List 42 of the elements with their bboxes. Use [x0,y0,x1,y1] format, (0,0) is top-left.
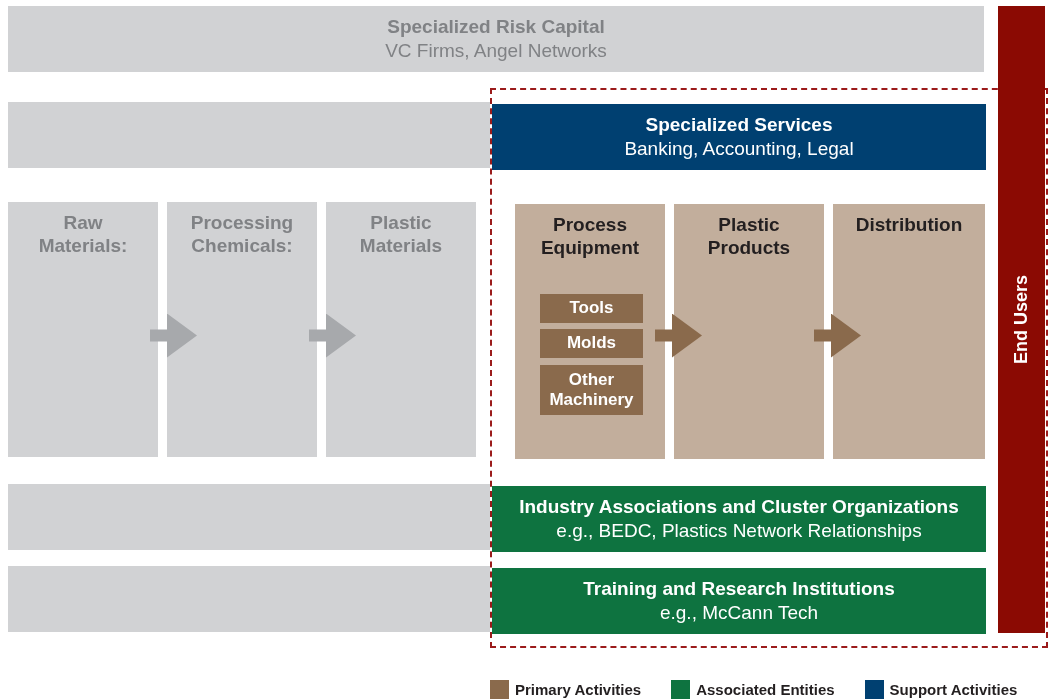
node-heading: Plastic Materials [358,212,444,258]
node-heading: Molds [566,333,617,354]
node-heading: Training and Research Institutions [583,577,895,601]
node-heading: Raw Materials: [37,212,129,258]
entity-box [492,568,986,634]
equipment-box [540,365,643,415]
flow-arrow [814,313,861,358]
node-label: End Users [1011,274,1032,364]
flow-arrow [150,313,197,358]
legend-label: Primary Activities [515,681,642,698]
band-box [8,484,490,550]
stage-box [833,204,985,459]
node-subtext: e.g., McCann Tech [659,600,819,625]
node-heading: Specialized Services [645,113,833,137]
node-heading: Process Equipment [539,214,641,260]
node-heading: Specialized Risk Capital [387,15,605,39]
band-box [8,566,490,632]
node-heading: Processing Chemicals: [189,212,295,258]
equipment-box [540,294,643,323]
node-subtext: e.g., BEDC, Plastics Network Relationships [556,518,922,543]
equipment-box [540,329,643,358]
node-heading: Tools [569,298,614,319]
flow-arrow [655,313,702,358]
stage-box [326,202,476,457]
node-heading: Plastic Products [706,214,792,260]
legend-label: Associated Entities [696,681,835,698]
node-heading: Industry Associations and Cluster Organizations [519,495,959,519]
stage-box [674,204,824,459]
support-box [492,104,986,170]
legend-label: Support Activities [889,681,1018,698]
node-subtext: VC Firms, Angel Networks [385,38,607,63]
node-heading: Other Machinery [548,369,635,411]
stage-box [8,202,158,457]
band-box [8,6,984,72]
flow-arrow [309,313,356,358]
entity-box [492,486,986,552]
end-users-bar [998,6,1045,633]
stage-box [167,202,317,457]
node-heading: Distribution [855,214,963,237]
node-subtext: Banking, Accounting, Legal [624,136,854,161]
stage-box [515,204,665,459]
band-box [8,102,490,168]
